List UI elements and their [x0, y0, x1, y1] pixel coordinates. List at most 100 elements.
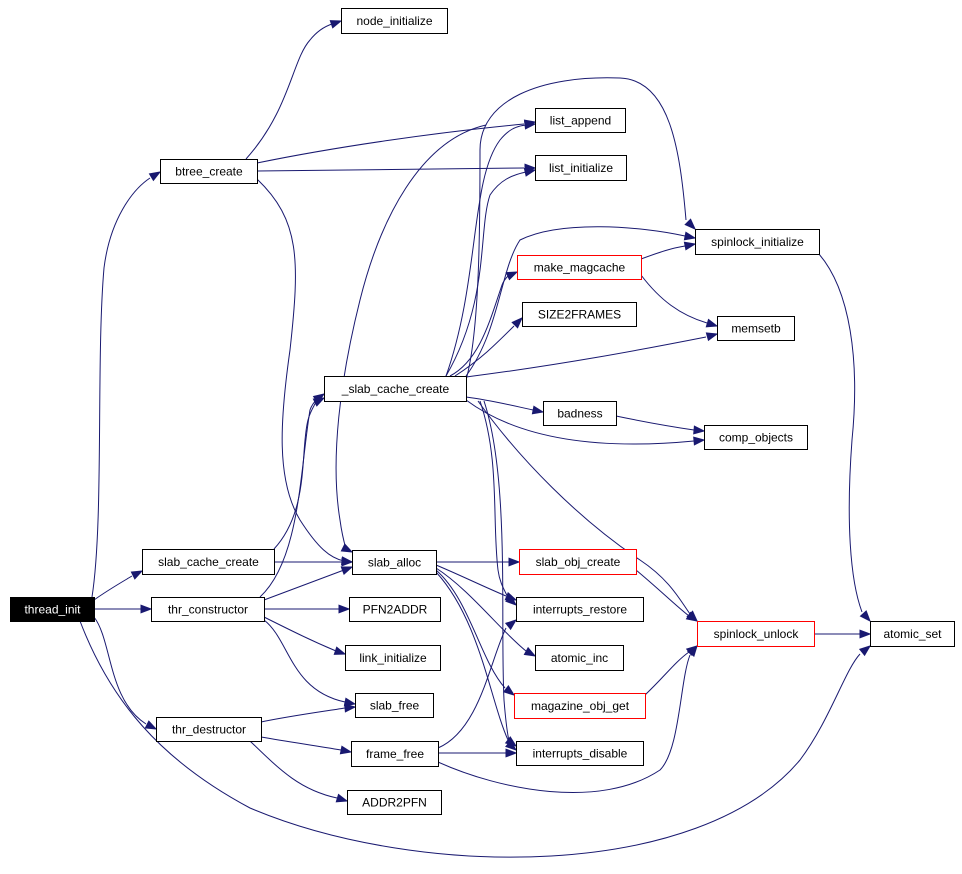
node-box [535, 645, 624, 671]
node-make-magcache[interactable]: make_magcache [517, 255, 642, 280]
node-slab-cache-create[interactable]: slab_cache_create [142, 549, 275, 575]
node-list-initialize[interactable]: list_initialize [535, 155, 627, 181]
arrowhead-icon [683, 241, 697, 251]
node-pfn2addr[interactable]: PFN2ADDR [349, 597, 441, 622]
node-thread-init[interactable]: thread_init [10, 597, 95, 622]
arrowhead-icon [338, 604, 351, 614]
edge-line [454, 325, 515, 377]
arrowhead-icon [340, 566, 354, 575]
edge-line [465, 336, 707, 378]
edge-slab_cache_create_internal-to-memsetb [465, 332, 719, 378]
arrowhead-icon [335, 793, 349, 803]
node-slab-alloc[interactable]: slab_alloc [352, 550, 437, 575]
arrowhead-icon [130, 570, 144, 580]
arrowhead-icon [859, 610, 871, 623]
node-box [717, 316, 795, 341]
node-spinlock-initialize[interactable]: spinlock_initialize [695, 229, 820, 255]
edge-make_magcache-to-spinlock_initialize [640, 241, 697, 260]
node-box [345, 645, 441, 671]
edge-line [435, 567, 527, 652]
edge-thread_init-to-thr_constructor [94, 604, 153, 614]
arrowhead-icon [148, 171, 162, 182]
edge-slab_alloc-to-atomic_inc [435, 567, 537, 657]
node-label: list_initialize [549, 161, 613, 175]
node-box [535, 155, 627, 181]
edge-line [479, 400, 509, 599]
edge-line [640, 274, 708, 324]
node-box [517, 255, 642, 280]
node-label: interrupts_restore [533, 603, 627, 617]
arrowhead-icon [502, 685, 516, 696]
node-size2frames[interactable]: SIZE2FRAMES [522, 302, 637, 327]
node-slab-cache-create-internal[interactable]: _slab_cache_create [324, 376, 467, 402]
arrowhead-icon [524, 120, 537, 130]
edge-slab_cache_create_internal-to-interrupts_restore [479, 400, 518, 606]
node-box [324, 376, 467, 402]
arrowhead-icon [505, 271, 519, 281]
edge-line [435, 569, 506, 689]
node-label: magazine_obj_get [531, 699, 630, 713]
node-atomic-inc[interactable]: atomic_inc [535, 645, 624, 671]
node-box [516, 741, 644, 766]
edge-badness-to-comp_objects [615, 415, 706, 435]
node-label: comp_objects [719, 431, 793, 445]
node-label: PFN2ADDR [363, 603, 428, 617]
node-label: btree_create [175, 165, 243, 179]
edge-line [256, 178, 345, 562]
node-btree-create[interactable]: btree_create [160, 159, 258, 184]
node-comp-objects[interactable]: comp_objects [704, 425, 808, 450]
arrowhead-icon [339, 745, 353, 755]
node-badness[interactable]: badness [543, 401, 617, 426]
edge-spinlock_initialize-to-atomic_set [818, 253, 871, 623]
node-label: spinlock_unlock [714, 627, 800, 641]
node-atomic-set[interactable]: atomic_set [870, 621, 955, 647]
edge-line [435, 564, 507, 597]
node-box [704, 425, 808, 450]
node-node-initialize[interactable]: node_initialize [341, 8, 448, 34]
arrowhead-icon [859, 629, 872, 639]
node-label: atomic_inc [551, 651, 608, 665]
node-addr2pfn[interactable]: ADDR2PFN [347, 790, 442, 815]
node-thr-destructor[interactable]: thr_destructor [156, 717, 262, 742]
node-spinlock-unlock[interactable]: spinlock_unlock [697, 621, 815, 647]
edge-line [437, 627, 507, 749]
edge-line [263, 616, 337, 652]
edge-slab_cache_create_internal-to-slab_alloc [335, 124, 487, 553]
call-graph-nodes: thread_init btree_create node_initializeli… [10, 8, 955, 815]
edge-frame_free-to-interrupts_disable [438, 748, 518, 758]
node-label: _slab_cache_create [341, 382, 450, 396]
edge-thread_init-to-slab_cache_create [93, 570, 144, 601]
edge-line [818, 253, 863, 613]
node-box [519, 549, 637, 575]
node-box [543, 401, 617, 426]
node-interrupts-disable[interactable]: interrupts_disable [516, 741, 644, 766]
node-magazine-obj-get[interactable]: magazine_obj_get [514, 693, 646, 719]
edge-thr_constructor-to-link_initialize [263, 616, 347, 655]
node-label: list_append [550, 114, 611, 128]
edge-line [256, 123, 525, 164]
edge-make_magcache-to-memsetb [640, 274, 719, 328]
edge-line [260, 736, 342, 751]
arrowhead-icon [329, 20, 343, 29]
edge-line [435, 571, 509, 741]
node-slab-free[interactable]: slab_free [355, 693, 434, 718]
node-label: slab_cache_create [158, 555, 259, 569]
arrowhead-icon [687, 644, 698, 658]
node-label: thr_destructor [172, 723, 246, 737]
edge-line [644, 651, 690, 696]
edge-thr_constructor-to-slab_alloc [263, 566, 354, 601]
edge-slab_cache_create-to-slab_alloc [274, 557, 354, 567]
node-slab-obj-create[interactable]: slab_obj_create [519, 549, 637, 575]
node-interrupts-restore[interactable]: interrupts_restore [516, 597, 644, 622]
node-memsetb[interactable]: memsetb [717, 316, 795, 341]
node-frame-free[interactable]: frame_free [351, 741, 439, 767]
arrowhead-icon [511, 317, 523, 329]
arrowhead-icon [693, 436, 706, 446]
edge-thr_destructor-to-frame_free [260, 736, 353, 755]
edge-line [335, 124, 487, 550]
node-link-initialize[interactable]: link_initialize [345, 645, 441, 671]
node-thr-constructor[interactable]: thr_constructor [151, 597, 265, 622]
node-label: slab_obj_create [536, 555, 621, 569]
node-list-append[interactable]: list_append [535, 108, 626, 133]
edge-thread_init-to-thr_destructor [93, 616, 158, 730]
